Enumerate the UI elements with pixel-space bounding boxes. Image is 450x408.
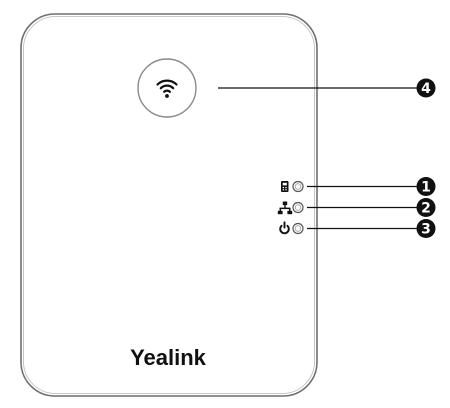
callout-badge-2: 2 bbox=[416, 198, 436, 217]
base-station-inner-edge bbox=[23, 16, 315, 394]
network-icon bbox=[277, 201, 293, 215]
brand-logo: Yealink bbox=[130, 345, 207, 370]
network-indicator bbox=[277, 201, 304, 215]
svg-text:3: 3 bbox=[421, 222, 431, 238]
handset-led bbox=[292, 180, 304, 193]
svg-text:4: 4 bbox=[421, 81, 431, 97]
network-led bbox=[292, 201, 304, 214]
power-led bbox=[292, 222, 304, 235]
callout-badge-4: 4 bbox=[416, 78, 436, 98]
callout-badge-1: 1 bbox=[416, 177, 436, 196]
handset-icon bbox=[281, 181, 289, 192]
base-station-body bbox=[20, 13, 318, 397]
power-icon bbox=[279, 221, 290, 235]
power-indicator bbox=[279, 221, 304, 235]
pair-button[interactable] bbox=[137, 58, 197, 118]
callout-badge-3: 3 bbox=[416, 219, 436, 238]
svg-text:1: 1 bbox=[421, 180, 431, 196]
handset-indicator bbox=[281, 180, 304, 193]
wifi-icon bbox=[156, 79, 178, 98]
svg-text:2: 2 bbox=[421, 201, 431, 217]
